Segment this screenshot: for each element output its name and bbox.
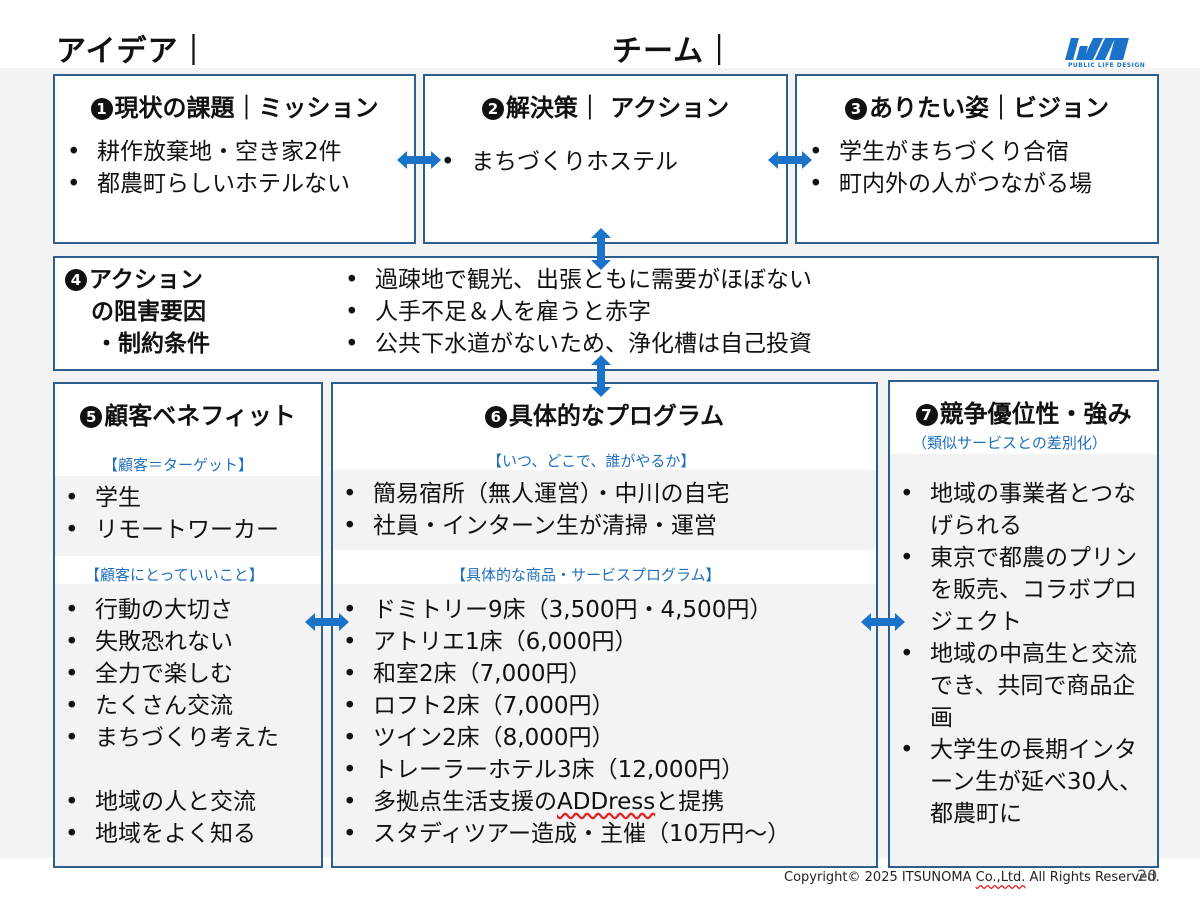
list-item: 和室2床（7,000円） xyxy=(335,658,790,690)
header-team: チーム｜ xyxy=(612,34,736,69)
box2-list: まちづくりホステル xyxy=(433,146,678,178)
list-item: 人手不足＆人を雇うと赤字 xyxy=(337,296,812,328)
number-badge-icon: 3 xyxy=(845,98,867,120)
list-item: 町内外の人がつながる場 xyxy=(801,168,1092,200)
list-item: 学生 xyxy=(57,482,279,514)
company-logo: PUBLIC LIFE DESIGN xyxy=(1065,36,1146,72)
box4-list: 過疎地で観光、出張ともに需要がほぼない 人手不足＆人を雇うと赤字 公共下水道がな… xyxy=(337,264,812,360)
box7-subheading: （類似サービスとの差別化） xyxy=(912,434,1107,452)
list-item: ロフト2床（7,000円） xyxy=(335,690,790,722)
box5-subheading-target: 【顧客＝ターゲット】 xyxy=(103,456,254,474)
logo-mark-icon xyxy=(1065,36,1146,60)
number-badge-icon: 5 xyxy=(80,406,103,428)
list-item: 公共下水道がないため、浄化槽は自己投資 xyxy=(337,328,812,360)
box6-program-list: ドミトリー9床（3,500円・4,500円） アトリエ1床（6,000円） 和室… xyxy=(335,594,790,850)
list-item: 東京で都農のプリンを販売、コラボプロジェクト xyxy=(892,542,1152,638)
double-arrow-horizontal-icon xyxy=(861,613,905,631)
list-item: ツイン2床（8,000円） xyxy=(335,722,790,754)
list-item: 多拠点生活支援のADDressと提携 xyxy=(335,786,790,818)
list-item: 学生がまちづくり合宿 xyxy=(801,136,1092,168)
list-item: 大学生の長期インターン生が延べ30人、都農町に xyxy=(892,734,1152,830)
logo-subtitle: PUBLIC LIFE DESIGN xyxy=(1068,62,1146,69)
page-number: 20 xyxy=(1137,866,1158,885)
list-item: 全力で楽しむ xyxy=(57,658,279,690)
list-item: スタディツアー造成・主催（10万円～） xyxy=(335,818,790,850)
box5-benefit-list: 行動の大切さ 失敗恐れない 全力で楽しむ たくさん交流 まちづくり考えた 地域の… xyxy=(57,594,279,850)
header-idea: アイデア｜ xyxy=(56,34,210,69)
double-arrow-horizontal-icon xyxy=(768,151,812,169)
list-item: ドミトリー9床（3,500円・4,500円） xyxy=(335,594,790,626)
double-arrow-horizontal-icon xyxy=(305,613,349,631)
number-badge-icon: 6 xyxy=(484,406,507,428)
number-badge-icon: 1 xyxy=(90,98,113,120)
list-item: 地域の中高生と交流でき、共同で商品企画 xyxy=(892,638,1152,734)
box3-list: 学生がまちづくり合宿 町内外の人がつながる場 xyxy=(801,136,1092,200)
list-item: 地域の人と交流 xyxy=(57,786,279,818)
box1-list: 耕作放棄地・空き家2件 都農町らしいホテルない xyxy=(59,136,350,200)
list-item: アトリエ1床（6,000円） xyxy=(335,626,790,658)
list-item: たくさん交流 xyxy=(57,690,279,722)
list-item: 行動の大切さ xyxy=(57,594,279,626)
double-arrow-vertical-icon xyxy=(591,228,611,270)
box6-subheading-who: 【いつ、どこで、誰がやるか】 xyxy=(487,452,696,470)
list-item: 都農町らしいホテルない xyxy=(59,168,350,200)
copyright-footer: Copyright© 2025 ITSUNOMA Co.,Ltd. All Ri… xyxy=(784,870,1160,885)
list-spacer xyxy=(57,754,279,786)
box6-subheading-programs: 【具体的な商品・サービスプログラム】 xyxy=(451,566,721,584)
list-item: 地域の事業者とつなげられる xyxy=(892,478,1152,542)
list-item: 簡易宿所（無人運営）・中川の自宅 xyxy=(335,478,730,510)
box5-target-list: 学生 リモートワーカー xyxy=(57,482,279,546)
list-item: 過疎地で観光、出張ともに需要がほぼない xyxy=(337,264,812,296)
list-item: 社員・インターン生が清掃・運営 xyxy=(335,510,730,542)
list-item: 耕作放棄地・空き家2件 xyxy=(59,136,350,168)
list-item: 失敗恐れない xyxy=(57,626,279,658)
list-item: まちづくり考えた xyxy=(57,722,279,754)
box6-who-list: 簡易宿所（無人運営）・中川の自宅 社員・インターン生が清掃・運営 xyxy=(335,478,730,542)
box7-list: 地域の事業者とつなげられる 東京で都農のプリンを販売、コラボプロジェクト 地域の… xyxy=(892,478,1152,830)
list-item: まちづくりホステル xyxy=(433,146,678,178)
number-badge-icon: 2 xyxy=(481,98,504,120)
list-item: リモートワーカー xyxy=(57,514,279,546)
list-item: トレーラーホテル3床（12,000円） xyxy=(335,754,790,786)
double-arrow-vertical-icon xyxy=(591,355,611,397)
box5-subheading-benefit: 【顧客にとっていいこと】 xyxy=(85,566,264,584)
double-arrow-horizontal-icon xyxy=(397,151,441,169)
number-badge-icon: 4 xyxy=(65,269,87,291)
number-badge-icon: 7 xyxy=(915,404,938,426)
list-item: 地域をよく知る xyxy=(57,818,279,850)
